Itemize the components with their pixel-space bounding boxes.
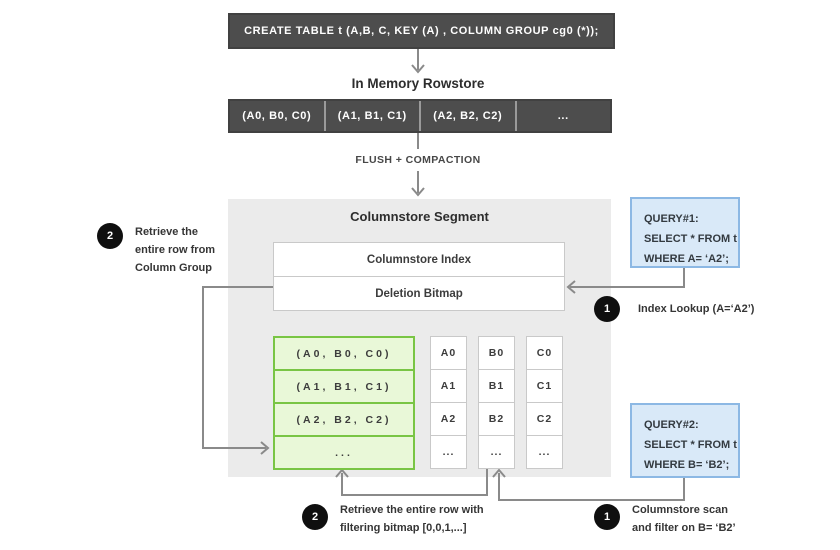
column-b-cell: B1: [479, 370, 514, 403]
column-a-cell: ...: [442, 446, 455, 458]
column-c-cell: C1: [527, 370, 562, 403]
rowstore-cell: (A1, B1, C1): [326, 101, 421, 131]
query1-line: WHERE A= ‘A2’;: [644, 253, 729, 265]
rowstore-cell: ...: [557, 110, 569, 122]
step-2-bottom-badge: 2: [302, 504, 328, 530]
arrowhead-down-icon: [411, 64, 425, 74]
column-c-cell: C2: [527, 403, 562, 436]
query1-line: SELECT * FROM t: [644, 233, 737, 245]
rowstore-title: In Memory Rowstore: [351, 76, 485, 91]
deletion-bitmap-row: Deletion Bitmap: [375, 287, 463, 300]
column-group-box: (A0, B0, C0) (A1, B1, C1) (A2, B2, C2) .…: [273, 336, 415, 470]
arrowhead-down-icon: [411, 187, 425, 197]
flush-compaction-label: FLUSH + COMPACTION: [355, 154, 481, 166]
step-2-left-badge: 2: [97, 223, 123, 249]
column-group-row: (A1, B1, C1): [275, 371, 413, 404]
step-2-bottom-label: Retrieve the entire row with filtering b…: [340, 504, 484, 534]
column-a-cell: A0: [431, 337, 466, 370]
column-a-cell: A1: [431, 370, 466, 403]
step-1-bottom-label: Columnstore scan and filter on B= ‘B2’: [632, 504, 736, 534]
step-1-index-lookup-label: Index Lookup (A=‘A2’): [638, 303, 755, 315]
column-a-cell: A2: [431, 403, 466, 436]
column-group-row: (A2, B2, C2): [275, 404, 413, 437]
column-c-cell: C0: [527, 337, 562, 370]
query1-line: QUERY#1:: [644, 213, 699, 225]
query2-line: SELECT * FROM t: [644, 439, 737, 451]
columnstore-index-row: Columnstore Index: [274, 243, 564, 277]
column-c-cell: ...: [538, 446, 551, 458]
rowstore-cell: (A2, B2, C2): [421, 101, 517, 131]
step-1-index-lookup-badge: 1: [594, 296, 620, 322]
step-1-bottom-badge: 1: [594, 504, 620, 530]
column-a-box: A0 A1 A2 ...: [430, 336, 467, 469]
query2-line: WHERE B= ‘B2’;: [644, 459, 730, 471]
column-b-cell: ...: [490, 446, 503, 458]
rowstore-bar: (A0, B0, C0) (A1, B1, C1) (A2, B2, C2) .…: [228, 99, 612, 133]
column-b-cell: B0: [479, 337, 514, 370]
segment-title: Columnstore Segment: [350, 209, 489, 224]
column-b-box: B0 B1 B2 ...: [478, 336, 515, 469]
query2-box: QUERY#2: SELECT * FROM t WHERE B= ‘B2’;: [630, 403, 740, 478]
create-table-statement: CREATE TABLE t (A,B, C, KEY (A) , COLUMN…: [228, 13, 615, 49]
index-bitmap-box: Columnstore Index Deletion Bitmap: [273, 242, 565, 311]
rowstore-cell: (A0, B0, C0): [230, 101, 326, 131]
column-c-box: C0 C1 C2 ...: [526, 336, 563, 469]
step-2-left-label: Retrieve the entire row from Column Grou…: [135, 226, 216, 274]
query2-line: QUERY#2:: [644, 419, 699, 431]
query1-box: QUERY#1: SELECT * FROM t WHERE A= ‘A2’;: [630, 197, 740, 268]
column-group-row: ...: [335, 446, 353, 459]
column-group-row: (A0, B0, C0): [275, 338, 413, 371]
column-b-cell: B2: [479, 403, 514, 436]
